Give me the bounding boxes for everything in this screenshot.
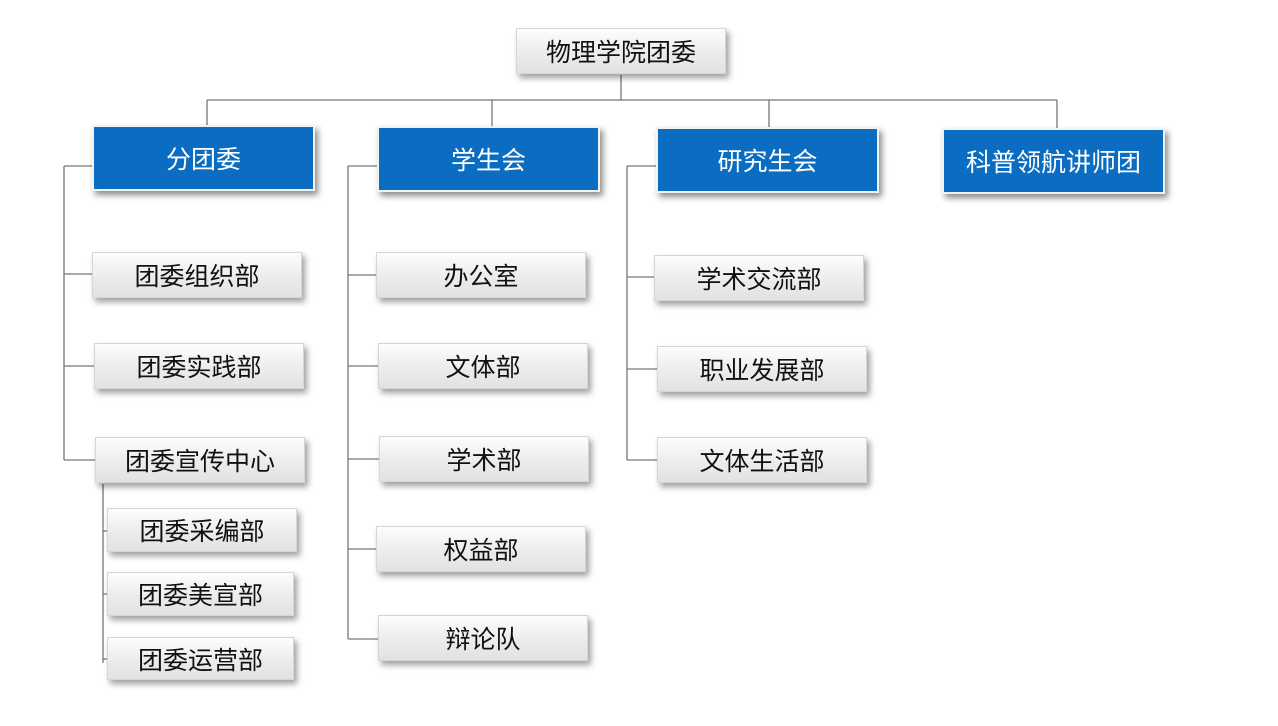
node-branch-lecturer-group: 科普领航讲师团 — [942, 128, 1165, 194]
node-label: 物理学院团委 — [545, 38, 696, 67]
node-label: 学术交流部 — [696, 265, 822, 294]
node-dept: 团委组织部 — [92, 252, 302, 298]
node-dept: 辩论队 — [378, 615, 588, 661]
node-dept: 学术交流部 — [654, 255, 864, 301]
node-branch-student-union: 学生会 — [377, 126, 600, 192]
node-dept: 职业发展部 — [657, 346, 867, 392]
node-label: 团委宣传中心 — [124, 447, 275, 476]
node-label: 研究生会 — [717, 147, 818, 176]
node-root: 物理学院团委 — [516, 28, 726, 74]
node-label: 团委组织部 — [134, 262, 260, 291]
node-label: 辩论队 — [445, 625, 521, 654]
node-label: 团委采编部 — [139, 517, 265, 546]
node-subdept: 团委运营部 — [107, 637, 294, 680]
node-dept: 权益部 — [376, 526, 586, 572]
node-subdept: 团委美宣部 — [107, 572, 294, 616]
node-subdept: 团委采编部 — [107, 508, 297, 552]
node-dept: 学术部 — [379, 436, 589, 482]
node-dept: 团委实践部 — [94, 343, 304, 389]
node-dept: 文体部 — [378, 343, 588, 389]
node-label: 科普领航讲师团 — [965, 148, 1141, 177]
node-label: 文体部 — [445, 353, 521, 382]
node-label: 团委实践部 — [136, 353, 262, 382]
node-label: 团委美宣部 — [137, 581, 263, 610]
node-label: 学术部 — [446, 446, 522, 475]
node-branch-youth-league: 分团委 — [92, 125, 315, 191]
node-label: 文体生活部 — [699, 447, 825, 476]
node-dept: 文体生活部 — [657, 437, 867, 483]
node-dept: 办公室 — [376, 252, 586, 298]
node-dept: 团委宣传中心 — [95, 437, 305, 483]
node-label: 职业发展部 — [699, 356, 825, 385]
node-label: 权益部 — [443, 536, 519, 565]
node-label: 团委运营部 — [137, 645, 263, 675]
node-branch-graduate-union: 研究生会 — [656, 127, 879, 193]
node-label: 分团委 — [165, 145, 241, 174]
node-label: 办公室 — [443, 262, 519, 291]
node-label: 学生会 — [450, 146, 526, 175]
